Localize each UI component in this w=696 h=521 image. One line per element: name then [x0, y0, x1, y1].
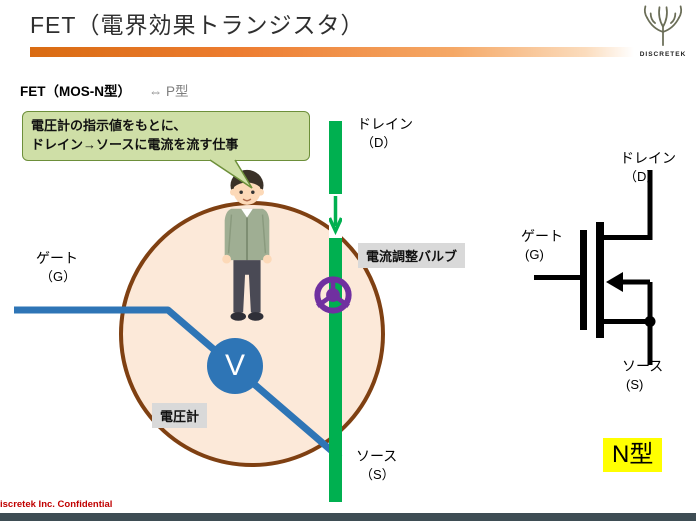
- source-label-symbol: ソース (S): [622, 358, 664, 393]
- source-label-analogy: ソース （S）: [356, 448, 398, 483]
- speech-bubble: 電圧計の指示値をもとに、 ドレイン→ソースに電流を流す仕事: [22, 111, 310, 161]
- voltmeter-label: 電圧計: [152, 403, 208, 428]
- company-logo: DISCRETEK: [634, 2, 692, 58]
- gate-label-symbol: ゲート (G): [521, 228, 563, 263]
- worker-illustration: [208, 166, 286, 336]
- speech-bubble-tail: [209, 159, 253, 189]
- gate-wire: [14, 306, 343, 461]
- title-underline-bar: [30, 47, 634, 57]
- variant-alt: ⇔ P型: [148, 84, 189, 99]
- tree-logo-icon: [636, 5, 690, 50]
- voltmeter-symbol: V: [224, 349, 245, 382]
- variant-line: FET（MOS-N型） ⇔ P型: [20, 80, 189, 100]
- confidential-notice: iscretek Inc. Confidential: [0, 499, 113, 510]
- footer-bar: [0, 513, 696, 521]
- voltmeter-gauge: V: [207, 338, 263, 394]
- speech-bubble-line1: 電圧計の指示値をもとに、: [31, 118, 187, 133]
- page-title: FET（電界効果トランジスタ）: [30, 12, 365, 38]
- nmos-schematic-symbol: [534, 170, 656, 365]
- drain-label-analogy: ドレイン （D）: [357, 116, 413, 151]
- valve-label: 電流調整バルブ: [358, 243, 466, 268]
- current-direction-arrow: [327, 194, 344, 238]
- logo-text: DISCRETEK: [639, 51, 687, 58]
- variant-label: FET（MOS-N型）: [20, 84, 131, 99]
- valve-wheel-icon: [310, 272, 356, 323]
- speech-bubble-line2: ドレイン→ソースに電流を流す仕事: [31, 136, 239, 152]
- drain-label-symbol: ドレイン （D）: [620, 150, 676, 185]
- n-type-badge: N型: [603, 438, 663, 472]
- gate-label-analogy: ゲート （G）: [36, 250, 78, 285]
